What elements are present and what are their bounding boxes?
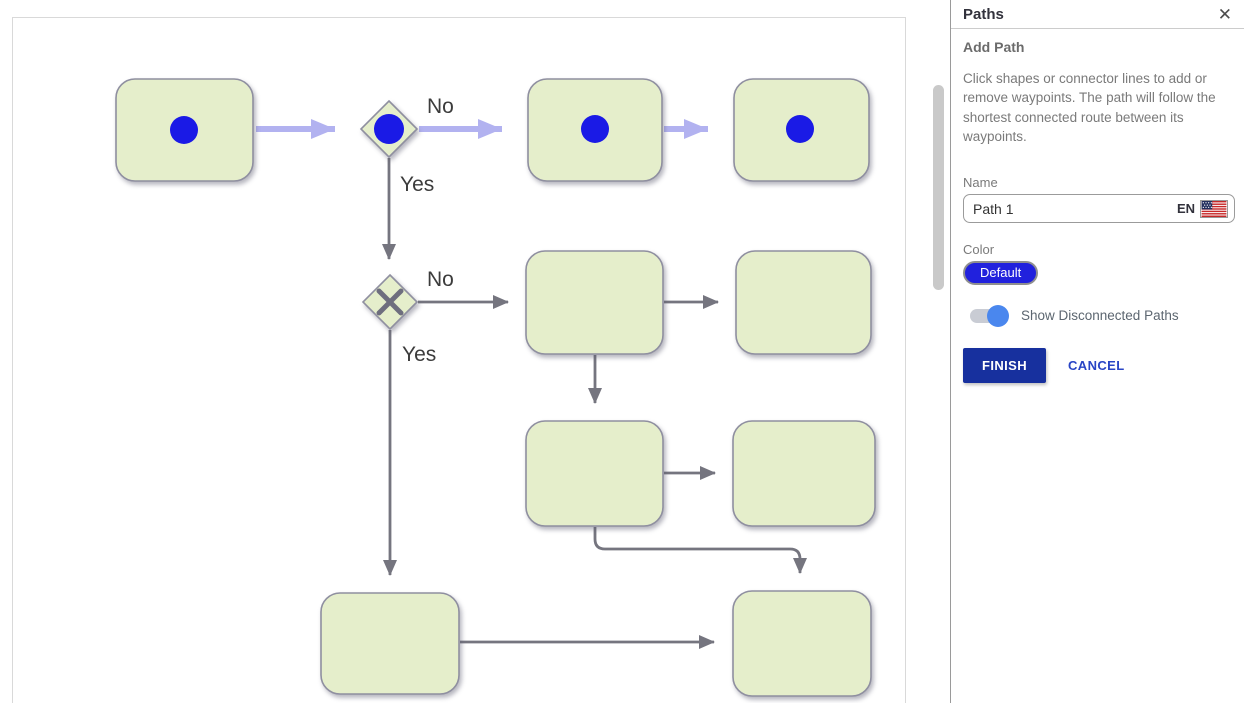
process-node[interactable] — [525, 420, 664, 527]
instructions-text: Click shapes or connector lines to add o… — [963, 71, 1216, 144]
waypoint-dot[interactable] — [374, 114, 404, 144]
x-gateway-icon — [376, 288, 404, 316]
finish-button[interactable]: FINISH — [963, 348, 1047, 384]
process-node[interactable] — [735, 250, 872, 355]
flowchart: No Yes No Yes — [115, 78, 876, 697]
cancel-button[interactable]: CANCEL — [1068, 358, 1125, 374]
process-node[interactable] — [320, 592, 460, 695]
connector-elbow[interactable] — [593, 527, 807, 574]
path-name-input[interactable] — [963, 194, 1235, 224]
us-flag-icon — [1200, 199, 1228, 218]
name-label: Name — [963, 175, 998, 191]
edge-label-yes-1: Yes — [400, 173, 434, 196]
section-title: Add Path — [963, 39, 1025, 55]
process-node[interactable] — [732, 590, 872, 697]
process-node[interactable] — [732, 420, 876, 527]
waypoint-dot[interactable] — [786, 115, 814, 143]
language-indicator[interactable]: EN — [1177, 194, 1228, 223]
paths-panel: Paths ✕ Add Path Click shapes or connect… — [950, 0, 1244, 703]
show-disconnected-toggle[interactable] — [970, 304, 1009, 327]
process-node[interactable] — [525, 250, 664, 355]
waypoint-dot[interactable] — [170, 116, 198, 144]
vertical-scrollbar[interactable] — [933, 85, 944, 290]
color-label: Color — [963, 242, 995, 258]
close-icon[interactable]: ✕ — [1217, 5, 1232, 24]
color-default-button[interactable]: Default — [963, 261, 1039, 286]
edge-label-no-1: No — [427, 95, 454, 118]
waypoint-dot[interactable] — [581, 115, 609, 143]
language-code: EN — [1176, 201, 1195, 217]
panel-header: Paths ✕ — [951, 0, 1244, 29]
edge-label-yes-2: Yes — [402, 343, 436, 366]
toggle-label: Show Disconnected Paths — [1021, 308, 1179, 324]
edge-label-no-2: No — [427, 268, 454, 291]
toggle-knob[interactable] — [987, 304, 1009, 327]
panel-title: Paths — [963, 6, 1004, 23]
diagram-canvas[interactable]: No Yes No Yes — [12, 17, 906, 703]
